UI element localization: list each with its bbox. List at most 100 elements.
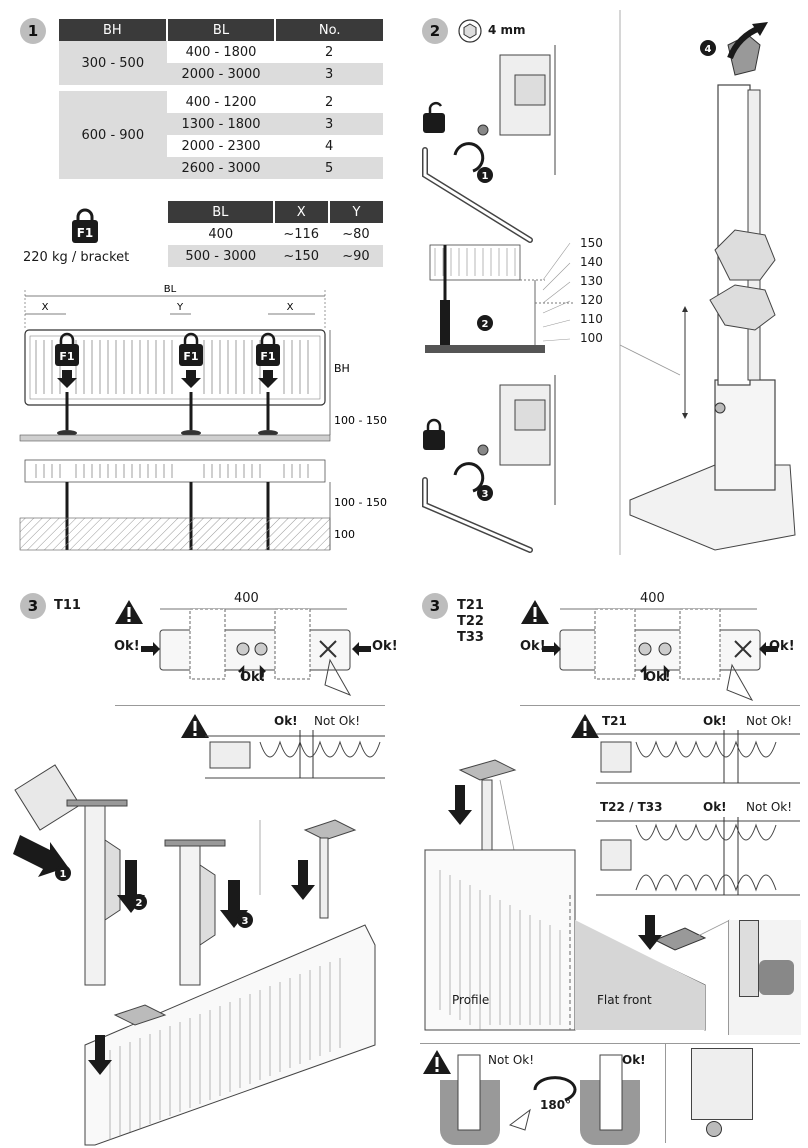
hex-key-icon (458, 19, 482, 43)
step-badge-1: 1 (482, 171, 489, 182)
bl-cell: 2600 - 3000 (166, 157, 276, 179)
bl-cell: 500 - 3000 (168, 245, 274, 267)
ok-left-a: Ok! (114, 639, 140, 654)
height-label-2: 100 - 150 (334, 496, 387, 509)
ok-middle-a: Ok! (240, 670, 266, 685)
label-t22-t33: T22 / T33 (600, 800, 663, 814)
bracket-closeup-illustration: 4 (619, 10, 796, 555)
rotation-angle: 180° (540, 1098, 572, 1112)
step-number-3b: 3 (422, 593, 448, 619)
t22-side-view (596, 817, 800, 896)
model-t22: T22 (457, 614, 484, 629)
y-label: Y (176, 302, 184, 313)
bh-cell: 300 - 500 (59, 41, 167, 91)
not-ok-label: Not Ok! (488, 1053, 535, 1067)
model-t21: T21 (457, 598, 484, 613)
not-ok-label: Not Ok! (746, 800, 793, 814)
step-number-3: 3 (20, 593, 46, 619)
bracket-layout-diagram: BL X Y X BH F1 F1 F1 10 (19, 284, 387, 551)
height-140: 140 (580, 255, 603, 269)
lock-detail-inset (665, 1043, 801, 1143)
warning-icon (115, 600, 143, 624)
x-label-left: X (42, 302, 49, 313)
radiator-fins (35, 340, 309, 394)
no-cell: 3 (275, 63, 383, 91)
no-cell: 2 (325, 94, 334, 110)
model-t33: T33 (457, 630, 484, 645)
bh-label: BH (334, 362, 350, 375)
bl-cell: 400 - 1800 (185, 44, 257, 60)
bl-label: BL (164, 284, 177, 295)
step-badge-4: 4 (705, 44, 712, 55)
t11-side-view (205, 730, 385, 779)
bl-cell: 2000 - 3000 (166, 63, 276, 91)
dim-400-a: 400 (234, 591, 259, 606)
x-label-right: X (287, 302, 294, 313)
header-x: X (272, 201, 329, 223)
y-cell: ~80 (342, 226, 370, 242)
ok-middle-b: Ok! (645, 670, 671, 685)
no-cell: 3 (275, 113, 383, 135)
lock-icon (423, 430, 445, 450)
ok-right-a: Ok! (372, 639, 398, 654)
tool-size: 4 mm (488, 23, 526, 37)
x-cell: ~116 (283, 226, 320, 242)
y-cell: ~90 (328, 245, 383, 267)
not-ok-label: Not Ok! (314, 714, 361, 728)
step-number-2: 2 (422, 18, 448, 44)
weight-icon: F1 (72, 208, 98, 243)
svg-text:F1: F1 (183, 350, 198, 363)
t21-side-view (596, 730, 800, 784)
height-100: 100 (580, 331, 603, 345)
t2x-top-view (542, 608, 778, 701)
x-cell: ~150 (273, 245, 329, 267)
bl-cell: 400 - 1200 (185, 94, 257, 110)
warning-icon (521, 600, 549, 624)
height-150: 150 (580, 236, 603, 250)
header-y: Y (327, 201, 383, 223)
ok-label: Ok! (703, 714, 727, 728)
bl-cell: 400 (208, 226, 234, 242)
label-t21: T21 (602, 714, 627, 728)
bl-cell: 1300 - 1800 (166, 113, 276, 135)
bracket-detail-inset (728, 920, 801, 1035)
ok-label: Ok! (274, 714, 298, 728)
bh-cell: 600 - 900 (59, 88, 167, 179)
bracket-legs (65, 392, 270, 430)
svg-text:F1: F1 (260, 350, 275, 363)
header-bh: BH (59, 19, 167, 41)
divider (420, 1043, 800, 1044)
load-text: 220 kg / bracket (23, 250, 130, 265)
height-110: 110 (580, 312, 603, 326)
f1-badge: F1 (55, 332, 79, 388)
f1-badge: F1 (256, 332, 280, 388)
height-label-1: 100 - 150 (334, 414, 387, 427)
ok-label: Ok! (703, 800, 727, 814)
t11-mounting-illustration: 1 2 3 (13, 764, 376, 1146)
divider (520, 705, 800, 706)
t2x-mounting-illustration (424, 759, 731, 1031)
unlock-icon (423, 113, 445, 133)
flip-orientation-diagram (440, 1054, 640, 1145)
bl-cell: 2000 - 2300 (181, 138, 261, 154)
step-badge-2: 2 (136, 898, 143, 909)
warning-icon (571, 714, 599, 738)
ok-label: Ok! (622, 1053, 646, 1067)
warning-icon (423, 1050, 451, 1074)
no-cell: 5 (275, 157, 383, 179)
no-cell: 4 (325, 138, 334, 154)
step-badge-3: 3 (482, 489, 489, 500)
model-t11: T11 (54, 598, 81, 613)
not-ok-label: Not Ok! (746, 714, 793, 728)
step-badge-3: 3 (242, 916, 249, 927)
profile-label: Profile (452, 993, 490, 1007)
dim-400-b: 400 (640, 591, 665, 606)
divider (115, 705, 385, 706)
ok-right-b: Ok! (769, 639, 795, 654)
warning-icon (181, 714, 209, 738)
height-adjust-diagram: 1 2 3 (422, 45, 575, 553)
height-label-3: 100 (334, 528, 355, 541)
flat-front-label: Flat front (597, 993, 652, 1007)
height-120: 120 (580, 293, 603, 307)
step-badge-1: 1 (60, 869, 67, 880)
